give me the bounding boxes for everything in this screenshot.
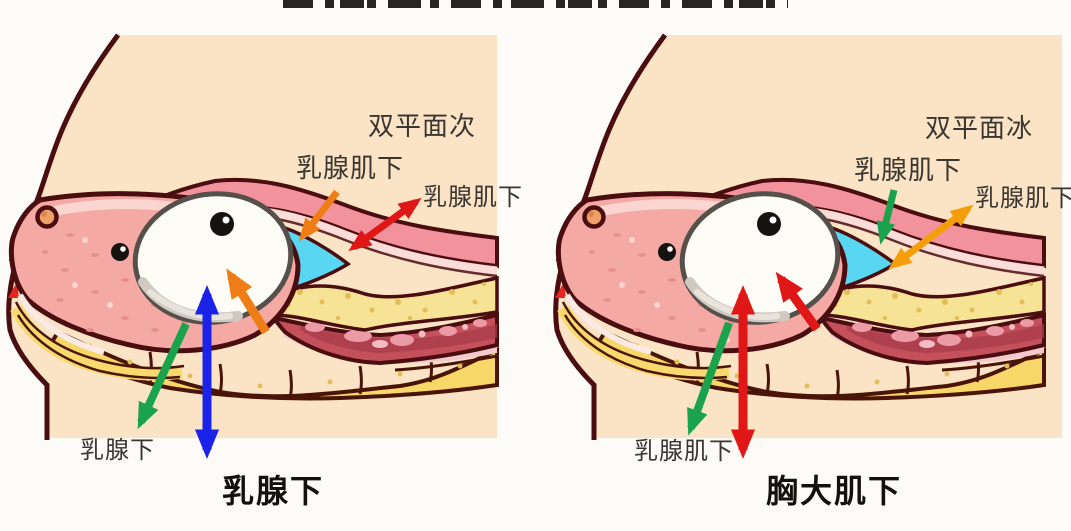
arrow-lower-green bbox=[687, 321, 733, 436]
caption-right-panel: 胸大肌下 bbox=[766, 473, 903, 509]
arrow-lower-green bbox=[137, 322, 190, 430]
label-bottom-left: 乳腺下 bbox=[80, 437, 155, 464]
label-dual-plane-right: 双平面冰 bbox=[925, 113, 1034, 143]
label-dual-plane-left: 双平面次 bbox=[368, 111, 477, 141]
arrow-right-red-double bbox=[348, 197, 422, 252]
arrow-right-orange-double bbox=[888, 204, 974, 270]
label-bottom-right: 乳腺肌下 bbox=[634, 438, 734, 465]
caption-left-panel: 乳腺下 bbox=[222, 473, 325, 509]
clipped-title-fragment bbox=[283, 0, 788, 8]
label-upper-right: 乳腺肌下 bbox=[854, 155, 963, 185]
right-panel-illustration bbox=[545, 30, 1062, 459]
arrow-inner-red bbox=[775, 271, 821, 332]
label-right-right: 乳腺肌下 bbox=[975, 185, 1071, 212]
arrow-upper-orange bbox=[298, 189, 340, 242]
arrow-inner-orange bbox=[226, 268, 270, 335]
label-right-left: 乳腺肌下 bbox=[423, 184, 523, 211]
arrow-upper-green bbox=[876, 189, 898, 245]
left-panel-illustration bbox=[0, 30, 500, 459]
label-upper-left: 乳腺肌下 bbox=[296, 153, 405, 183]
